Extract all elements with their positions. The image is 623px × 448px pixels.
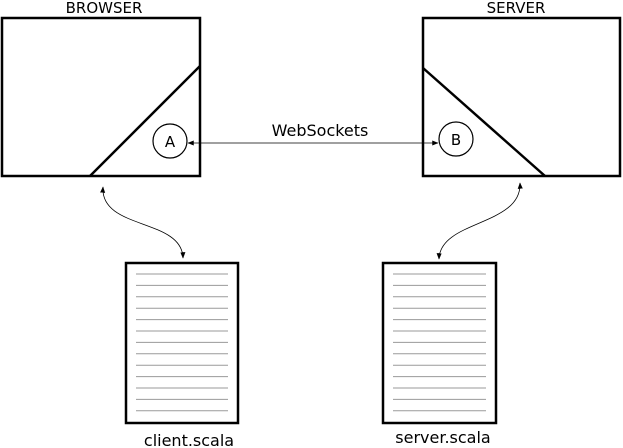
server-connector <box>436 182 523 260</box>
browser-node: BROWSER A <box>0 0 202 178</box>
server-file-text-lines <box>393 273 486 412</box>
server-file-document: server.scala <box>381 261 498 447</box>
server-title: SERVER <box>487 0 546 17</box>
websockets-connection: WebSockets <box>187 121 439 146</box>
browser-box <box>0 16 202 178</box>
browser-diagonal <box>89 65 201 177</box>
endpoint-a-circle <box>152 123 188 159</box>
client-connector <box>100 186 186 259</box>
server-box <box>421 16 622 178</box>
endpoint-a-label: A <box>165 133 176 151</box>
endpoint-b-label: B <box>451 131 461 149</box>
endpoint-b-circle <box>438 121 474 157</box>
browser-title: BROWSER <box>66 0 143 17</box>
websockets-label: WebSockets <box>272 121 369 140</box>
server-diagonal <box>422 67 546 177</box>
server-file-name: server.scala <box>395 428 490 447</box>
client-file-text-lines <box>136 273 228 412</box>
server-file-page <box>381 261 498 425</box>
client-file-page <box>124 261 240 425</box>
client-file-name: client.scala <box>144 431 234 448</box>
server-node: SERVER B <box>421 0 622 178</box>
client-file-document: client.scala <box>124 261 240 448</box>
